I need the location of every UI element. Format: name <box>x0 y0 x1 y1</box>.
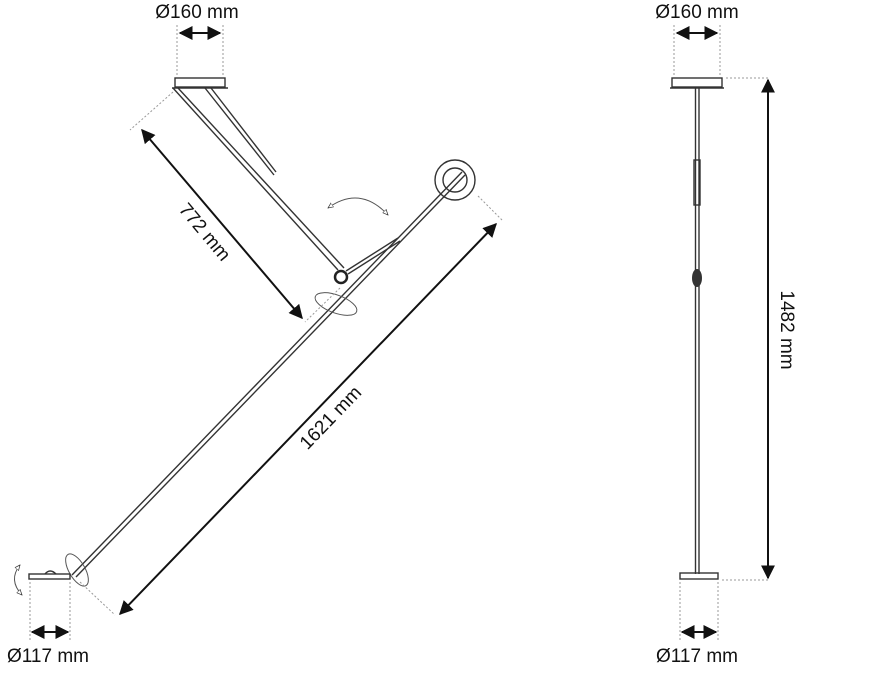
rod-dimension-arrow <box>119 222 497 616</box>
arm-length-label: 772 mm <box>174 199 234 265</box>
front-canopy <box>671 77 723 88</box>
rod-length-label: 1621 mm <box>296 382 366 454</box>
height-label: 1482 mm <box>776 290 797 369</box>
arm-joint <box>333 269 349 285</box>
side-view: Ø160 mm 772 mm 1621 mm Ø117 mm <box>7 2 503 667</box>
rotation-arrow-icon <box>314 292 358 316</box>
canopy <box>172 77 228 89</box>
side-base-diameter-label: Ø117 mm <box>7 646 89 667</box>
front-base-diameter-label: Ø117 mm <box>656 646 738 667</box>
front-canopy-diameter-label: Ø160 mm <box>655 2 738 23</box>
base-tilt-arrow-icon <box>14 565 22 595</box>
side-canopy-diameter-label: Ø160 mm <box>155 2 238 23</box>
arm-dimension-arrow <box>141 128 303 320</box>
front-view: Ø160 mm 1482 mm Ø117 mm <box>655 2 797 667</box>
front-pole <box>692 88 702 574</box>
lamp-head <box>434 159 476 201</box>
base <box>28 570 71 580</box>
main-rod <box>71 171 466 578</box>
tilt-arrow-icon <box>328 197 388 215</box>
upper-arm <box>172 87 345 271</box>
front-base <box>679 572 719 580</box>
